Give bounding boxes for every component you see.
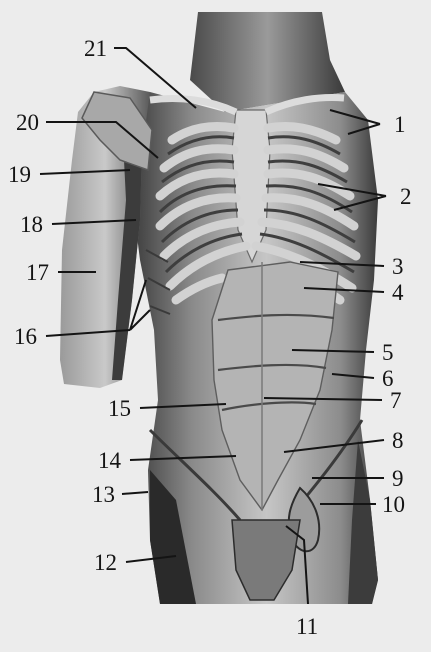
label-10: 10 bbox=[382, 492, 405, 517]
label-1: 1 bbox=[394, 112, 406, 137]
label-21: 21 bbox=[84, 36, 107, 61]
label-18: 18 bbox=[20, 212, 43, 237]
leader-13 bbox=[122, 492, 148, 494]
label-8: 8 bbox=[392, 428, 404, 453]
label-16: 16 bbox=[14, 324, 37, 349]
label-2: 2 bbox=[400, 184, 412, 209]
label-12: 12 bbox=[94, 550, 117, 575]
label-11: 11 bbox=[296, 614, 318, 639]
label-17: 17 bbox=[26, 260, 49, 285]
label-19: 19 bbox=[8, 162, 31, 187]
label-3: 3 bbox=[392, 254, 404, 279]
label-5: 5 bbox=[382, 340, 394, 365]
label-9: 9 bbox=[392, 466, 404, 491]
label-15: 15 bbox=[108, 396, 131, 421]
label-14: 14 bbox=[98, 448, 122, 473]
torso-illustration bbox=[60, 12, 378, 604]
label-4: 4 bbox=[392, 280, 404, 305]
label-13: 13 bbox=[92, 482, 115, 507]
label-7: 7 bbox=[390, 388, 402, 413]
label-20: 20 bbox=[16, 110, 39, 135]
